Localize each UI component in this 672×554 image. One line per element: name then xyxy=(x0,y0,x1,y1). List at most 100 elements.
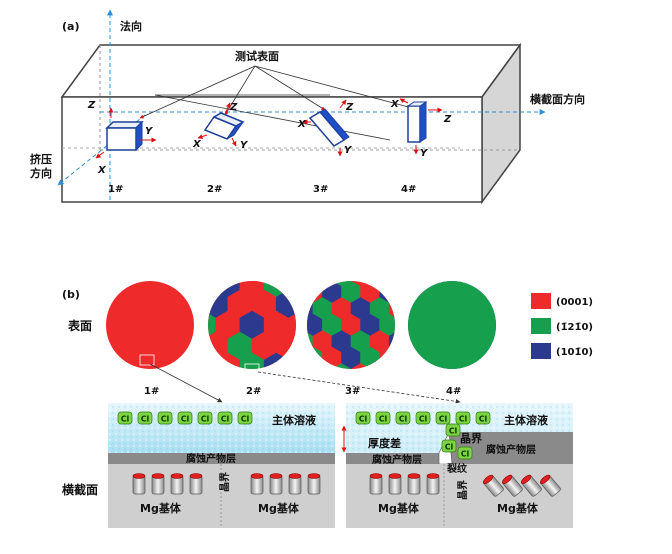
hcp-cell xyxy=(307,473,321,495)
normal-direction-label: 法向 xyxy=(120,19,142,33)
thickness-diff-label: 厚度差 xyxy=(368,436,401,450)
grain xyxy=(493,330,496,356)
grain xyxy=(179,374,203,402)
mg-matrix-right xyxy=(346,464,573,528)
surface-circle-4 xyxy=(408,281,535,391)
hcp-cell xyxy=(170,473,184,495)
grain xyxy=(399,347,418,369)
cl-ion-label: Cl xyxy=(459,415,468,424)
sample-2-axis-z: Z xyxy=(229,102,238,113)
product-layer-right-thick xyxy=(449,432,573,464)
sample-2-axis-x: X xyxy=(192,139,202,150)
hcp-cells-left-1 xyxy=(132,473,203,495)
grain xyxy=(493,281,496,284)
circle-label-1: 1# xyxy=(144,386,159,397)
cl-ion xyxy=(217,411,233,425)
cl-ion-label: Cl xyxy=(379,415,388,424)
sample-4-axis-z: Z xyxy=(443,114,452,125)
cl-ion-label: Cl xyxy=(359,415,368,424)
grain xyxy=(430,281,453,284)
legend-swatch-1210 xyxy=(531,318,551,334)
left-product-layer-label: 腐蚀产物层 xyxy=(186,452,236,465)
panel-a: (a) 法向 横截面方向 挤压 方向 测试表面 xyxy=(30,9,585,205)
hcp-cell xyxy=(189,473,203,495)
hcp-cell xyxy=(388,473,402,495)
test-surface-leaders xyxy=(139,65,413,141)
sample-3: Z X Y xyxy=(297,99,354,157)
hcp-cell xyxy=(269,473,283,495)
sample-label-2: 2# xyxy=(207,184,222,195)
grain xyxy=(276,248,300,276)
cl-ion-label: Cl xyxy=(181,415,190,424)
grain xyxy=(493,294,496,320)
cl-ion-label: Cl xyxy=(399,415,408,424)
grain xyxy=(369,281,390,287)
extrusion-direction-label-2: 方向 xyxy=(30,166,52,180)
grain xyxy=(410,281,432,284)
grain xyxy=(408,265,427,287)
cl-ion xyxy=(435,411,451,425)
circle-label-2: 2# xyxy=(246,386,261,397)
grain xyxy=(408,281,411,284)
grain xyxy=(252,248,276,276)
grain-pattern-4 xyxy=(408,281,535,391)
crack-label: 裂纹 xyxy=(446,462,468,475)
sample-1-axis-y: Y xyxy=(145,126,154,137)
cl-ion-label: Cl xyxy=(445,443,454,452)
grain xyxy=(472,366,494,369)
hcp-cell xyxy=(369,473,383,495)
grain xyxy=(399,281,418,303)
cl-ion xyxy=(117,411,133,425)
hcp-cell xyxy=(250,473,264,495)
grain xyxy=(204,374,228,402)
cl-ion-label: Cl xyxy=(461,450,470,459)
sample-4: X Z Y xyxy=(390,98,452,159)
grain xyxy=(325,248,349,276)
cl-ion xyxy=(237,411,253,425)
cl-ion xyxy=(457,446,473,460)
surface-circle-1 xyxy=(106,281,194,369)
right-product-layer-label-2: 腐蚀产物层 xyxy=(486,443,536,456)
sample-3-axis-z: Z xyxy=(345,102,354,113)
hcp-cell xyxy=(151,473,165,495)
hcp-cell xyxy=(520,474,542,497)
grain xyxy=(276,374,300,402)
grain xyxy=(514,367,535,391)
sample-label-1: 1# xyxy=(108,184,123,195)
hcp-cells-left-2 xyxy=(250,473,321,495)
product-layer-right-thin xyxy=(346,453,439,464)
cl-ion xyxy=(445,423,461,437)
grain xyxy=(350,363,371,369)
grain xyxy=(388,281,395,287)
legend-label-0001: (0001) xyxy=(556,297,593,308)
cl-ion-label: Cl xyxy=(161,415,170,424)
left-matrix-label-2: Mg基体 xyxy=(258,501,300,515)
grain xyxy=(301,248,325,276)
sample-3-axis-y: Y xyxy=(344,145,353,156)
hcp-cell xyxy=(407,473,421,495)
row-label-surface: 表面 xyxy=(67,318,92,333)
grain xyxy=(307,363,314,369)
grain xyxy=(430,366,453,369)
circle-label-3: 3# xyxy=(345,386,360,397)
hcp-cell xyxy=(288,473,302,495)
circle-label-4: 4# xyxy=(446,386,461,397)
grain xyxy=(408,281,422,302)
right-product-layer-label-1: 腐蚀产物层 xyxy=(372,453,422,466)
grain-pattern-3 xyxy=(307,265,427,386)
left-matrix-label-1: Mg基体 xyxy=(140,501,182,515)
grain xyxy=(204,248,228,276)
grain xyxy=(408,364,427,386)
grain xyxy=(388,363,395,369)
panel-b-label: (b) xyxy=(62,288,80,301)
cl-ion xyxy=(137,411,153,425)
hcp-cell xyxy=(426,473,440,495)
cl-ion-label: Cl xyxy=(439,415,448,424)
grain xyxy=(408,348,422,369)
left-solution-label: 主体溶液 xyxy=(272,413,317,427)
cl-ion-label: Cl xyxy=(141,415,150,424)
